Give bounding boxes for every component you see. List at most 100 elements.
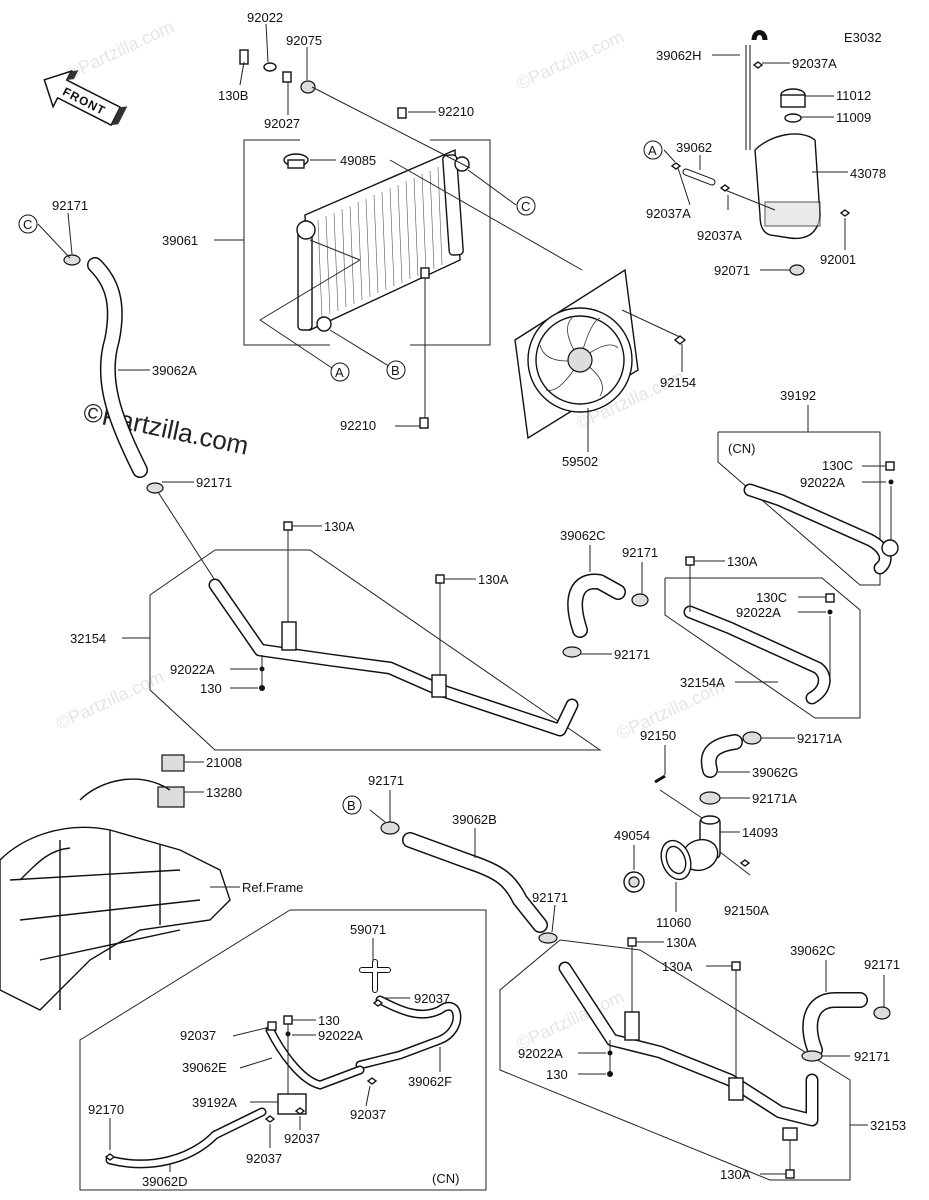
part-label: 92171A <box>752 791 797 806</box>
ref-markers: C C A B A B <box>18 140 663 815</box>
part-label: 32154 <box>70 631 106 646</box>
part-label: 130C <box>822 458 853 473</box>
part-label: 92171 <box>864 957 900 972</box>
part-label: 92071 <box>714 263 750 278</box>
watermark-text: ©Partzilla.com <box>63 16 177 83</box>
part-label: 92022A <box>518 1046 563 1061</box>
part-label: 39062H <box>656 48 702 63</box>
part-label: 21008 <box>206 755 242 770</box>
part-label: 92022A <box>800 475 845 490</box>
part-label: 92154 <box>660 375 696 390</box>
ref-circle-c <box>516 196 536 216</box>
part-label: 92171 <box>622 545 658 560</box>
fan-assembly <box>389 159 687 452</box>
reservoir-assembly <box>663 30 851 276</box>
ref-circle-a <box>643 140 663 160</box>
part-label: 39062C <box>790 943 836 958</box>
part-label: 11012 <box>836 88 871 103</box>
ref-circle-b <box>386 360 406 380</box>
ref-circle-a <box>330 362 350 382</box>
part-label: 39062D <box>142 1174 188 1189</box>
part-label: 92001 <box>820 252 856 267</box>
hose-39062A <box>37 212 194 494</box>
part-label: 92171 <box>368 773 404 788</box>
pipe-32154 <box>122 491 602 751</box>
ref-letter-c: C <box>521 199 530 214</box>
ref-letter-a: A <box>648 143 657 158</box>
part-label: 39062G <box>752 765 798 780</box>
part-label: 92027 <box>264 116 300 131</box>
cn-label: (CN) <box>432 1171 459 1186</box>
part-label: 130A <box>720 1167 751 1182</box>
part-label: 92037 <box>246 1151 282 1166</box>
hose-39062B <box>369 790 558 944</box>
diagram-code: E3032 <box>844 30 882 45</box>
part-label: 92171 <box>196 475 232 490</box>
cn-inset-bottom <box>79 909 487 1191</box>
part-label: 43078 <box>850 166 886 181</box>
part-label: 39061 <box>162 233 198 248</box>
part-label: 59071 <box>350 922 386 937</box>
part-label: 130A <box>727 554 758 569</box>
part-label: 130A <box>666 935 697 950</box>
part-label: 92210 <box>438 104 474 119</box>
part-label: 39062C <box>560 528 606 543</box>
part-label: 130 <box>318 1013 340 1028</box>
part-label: 130B <box>218 88 248 103</box>
part-label: 92150 <box>640 728 676 743</box>
part-label: 130A <box>662 959 693 974</box>
part-label: 130A <box>324 519 355 534</box>
part-label: 11060 <box>656 915 691 930</box>
part-label: 130A <box>478 572 509 587</box>
part-label: 130 <box>200 681 222 696</box>
part-label: 130 <box>546 1067 568 1082</box>
ref-letter-b: B <box>347 798 356 813</box>
part-label: 92037 <box>350 1107 386 1122</box>
part-label: 39062B <box>452 812 497 827</box>
part-label: 92150A <box>724 903 769 918</box>
callout-labels: 92022 92075 130B 92027 92210 49085 39061… <box>52 10 906 1189</box>
frame-area <box>0 754 240 1011</box>
part-label: 14093 <box>742 825 778 840</box>
part-label: 92171A <box>797 731 842 746</box>
ref-letter-b: B <box>391 363 400 378</box>
part-label: 11009 <box>836 110 871 125</box>
part-label: 92037A <box>646 206 691 221</box>
part-label: 92037 <box>180 1028 216 1043</box>
ref-circle-b <box>342 795 362 815</box>
radiator-assembly <box>214 23 517 429</box>
part-label: 92022A <box>170 662 215 677</box>
part-label: 13280 <box>206 785 242 800</box>
part-label: 92171 <box>854 1049 890 1064</box>
part-label: 92037 <box>284 1131 320 1146</box>
part-label: 92022A <box>318 1028 363 1043</box>
part-label: 39062F <box>408 1074 452 1089</box>
part-label: 49085 <box>340 153 376 168</box>
cn-label: (CN) <box>728 441 755 456</box>
ref-frame-label: Ref.Frame <box>242 880 303 895</box>
part-label: 92022A <box>736 605 781 620</box>
ref-letter-c: C <box>23 217 32 232</box>
pipe-32154A <box>664 556 861 719</box>
part-label: 92037A <box>792 56 837 71</box>
thermostat-assembly <box>623 731 795 912</box>
part-label: 39062A <box>152 363 197 378</box>
part-label: 39192 <box>780 388 816 403</box>
ref-circle-c <box>18 214 38 234</box>
cn-inset-39192 <box>717 405 899 586</box>
part-label: 39062E <box>182 1060 227 1075</box>
part-label: 32154A <box>680 675 725 690</box>
part-label: 59502 <box>562 454 598 469</box>
pipe-32153 <box>499 937 891 1181</box>
hose-39062C-upper <box>562 545 649 658</box>
part-label: 92022 <box>247 10 283 25</box>
part-label: 92037 <box>414 991 450 1006</box>
part-label: 92171 <box>52 198 88 213</box>
watermark-text: ©Partzilla.com <box>513 26 627 93</box>
part-label: 92037A <box>697 228 742 243</box>
part-label: 32153 <box>870 1118 906 1133</box>
part-label: 92170 <box>88 1102 124 1117</box>
part-label: 39192A <box>192 1095 237 1110</box>
part-label: 39062 <box>676 140 712 155</box>
